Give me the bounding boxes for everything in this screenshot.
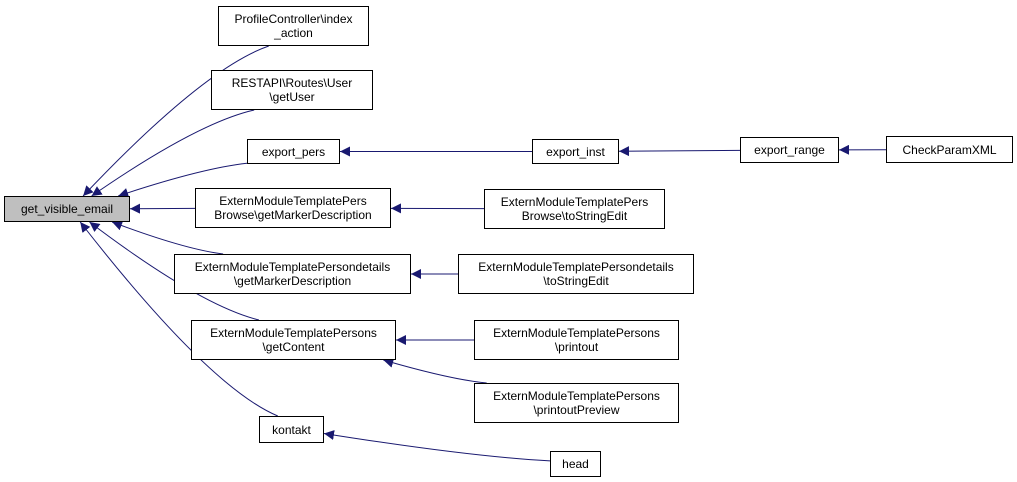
node-export-inst[interactable]: export_inst <box>532 139 619 164</box>
node-kontakt[interactable]: kontakt <box>259 416 324 443</box>
node-label-line: kontakt <box>272 422 311 437</box>
edge-head-to-kontakt <box>323 430 551 462</box>
node-label-line: ProfileController\index <box>234 12 353 26</box>
node-label-line: \getContent <box>262 340 325 354</box>
edge-kontakt-to-get_visible_email <box>79 221 278 417</box>
edge-restapi_getuser-to-get_visible_email <box>91 109 255 197</box>
node-label-line: _action <box>274 26 313 40</box>
node-label-line: export_pers <box>261 144 326 159</box>
node-label-line: get_visible_email <box>20 202 114 216</box>
node-label-line: export_range <box>754 143 825 157</box>
node-get-visible-email: get_visible_email <box>4 196 130 222</box>
node-profile-controller-index-action[interactable]: ProfileController\index_action <box>218 6 369 46</box>
node-label-line: export_inst <box>546 144 605 159</box>
node-label-line: Browse\toStringEdit <box>521 209 628 223</box>
node-persons-printoutpreview[interactable]: ExternModuleTemplatePersons\printoutPrev… <box>474 383 679 423</box>
node-label-line: RESTAPI\Routes\User <box>231 76 353 90</box>
node-export-pers[interactable]: export_pers <box>247 139 340 164</box>
node-persondetails-getmarkerdescription[interactable]: ExternModuleTemplatePersondetails\getMar… <box>174 254 411 294</box>
edge-export_range-to-export_inst <box>618 146 741 157</box>
node-label-line: ExternModuleTemplatePersons <box>493 326 660 340</box>
node-label-line: \getUser <box>269 90 315 104</box>
node-label-line: ExternModuleTemplatePers <box>219 194 367 208</box>
edge-persons_printoutpreview-to-persons_getcontent <box>383 357 487 384</box>
node-checkparamxml[interactable]: CheckParamXML <box>886 136 1013 163</box>
node-export-range[interactable]: export_range <box>740 137 839 163</box>
node-label-line: \getMarkerDescription <box>233 274 352 288</box>
node-label-line: \toStringEdit <box>543 274 609 288</box>
node-label-line: CheckParamXML <box>902 142 997 157</box>
node-label-line: ExternModuleTemplatePersondetails <box>478 260 674 274</box>
node-restapi-routes-user-getuser[interactable]: RESTAPI\Routes\User\getUser <box>211 70 373 110</box>
node-persons-getcontent[interactable]: ExternModuleTemplatePersons\getContent <box>191 320 396 360</box>
node-label-line: ExternModuleTemplatePersons <box>210 326 377 340</box>
node-label-line: \printoutPreview <box>533 403 620 417</box>
node-label-line: ExternModuleTemplatePers <box>500 195 649 209</box>
node-head[interactable]: head <box>550 451 601 477</box>
node-label-line: head <box>562 457 589 471</box>
node-label-line: ExternModuleTemplatePersons <box>493 389 660 403</box>
edge-persondetails_getmarker-to-get_visible_email <box>111 220 224 255</box>
node-label-line: \printout <box>554 340 599 354</box>
node-label-line: ExternModuleTemplatePersondetails <box>194 260 391 274</box>
node-label-line: Browse\getMarkerDescription <box>214 208 372 222</box>
node-persons-printout[interactable]: ExternModuleTemplatePersons\printout <box>474 320 679 360</box>
edge-profile_index-to-get_visible_email <box>82 45 269 197</box>
node-persondetails-tostringedit[interactable]: ExternModuleTemplatePersondetails\toStri… <box>458 254 694 294</box>
edge-export_pers-to-get_visible_email <box>118 162 248 198</box>
